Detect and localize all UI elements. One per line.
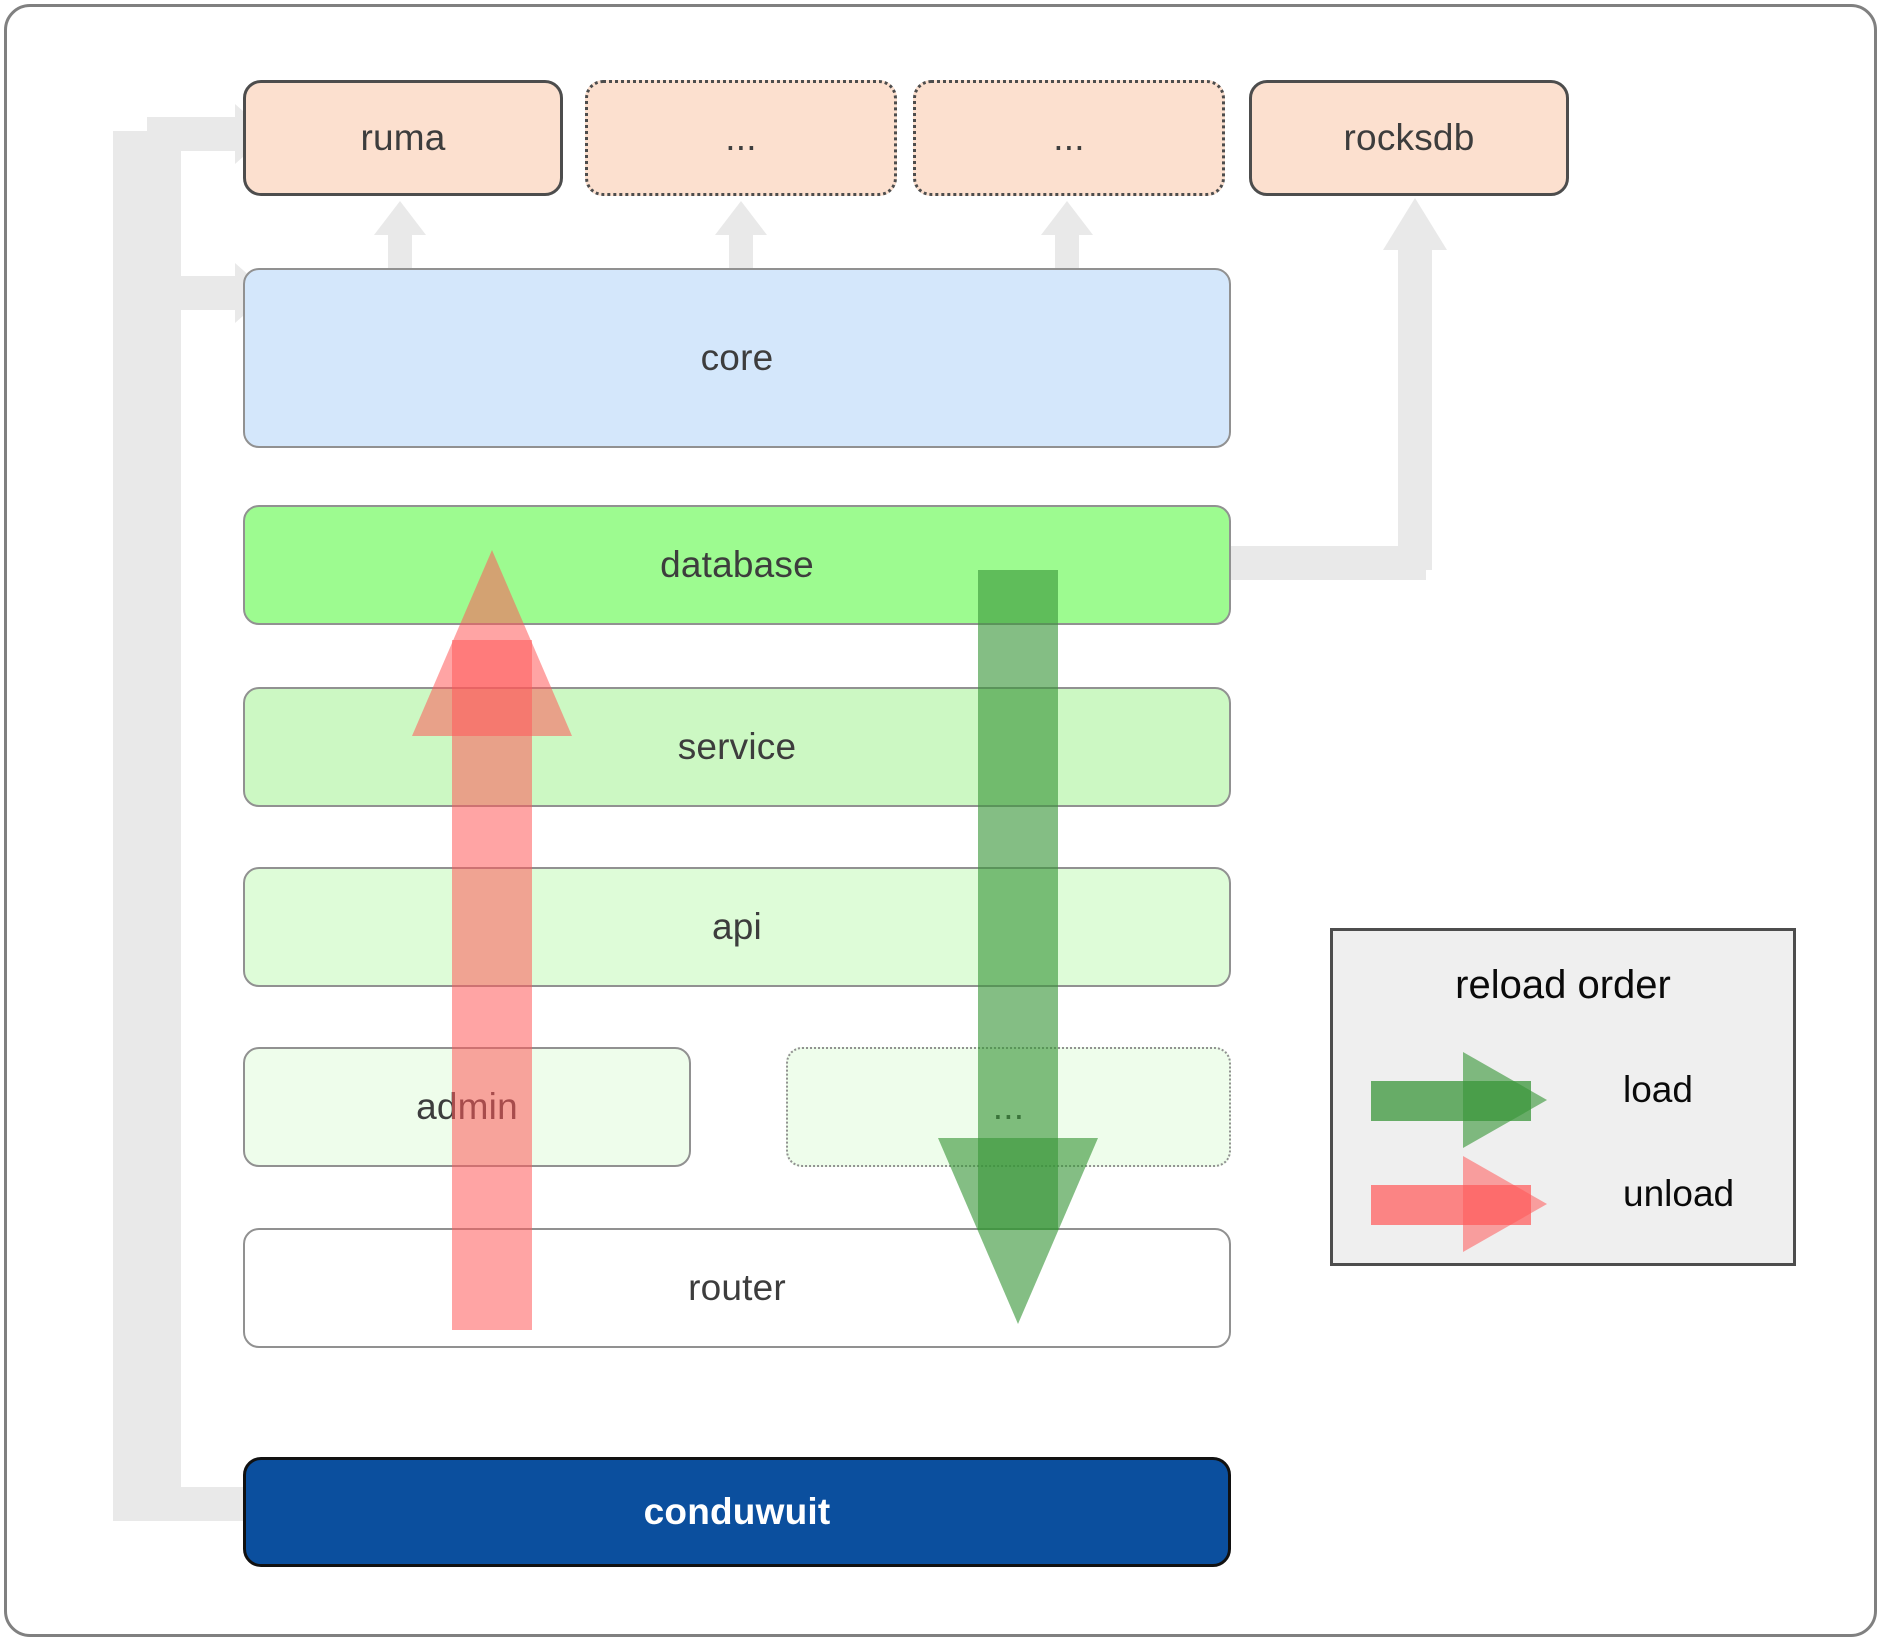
- connector-left-trunk: [113, 131, 147, 1505]
- diagram-frame: [4, 4, 1877, 1637]
- legend-title: reload order: [1455, 963, 1671, 1007]
- connector-database-to-rocksdb-h: [1230, 546, 1426, 580]
- node-conduwuit[interactable]: conduwuit: [243, 1457, 1231, 1567]
- node-core-label: core: [700, 337, 774, 378]
- connector-arrow-core-to-dots2-icon: [1041, 201, 1093, 235]
- connector-database-to-rocksdb-v: [1398, 230, 1432, 570]
- node-router-label: router: [688, 1267, 786, 1308]
- node-service-label: service: [677, 726, 797, 767]
- connector-arrow-core-to-dots1-icon: [715, 201, 767, 235]
- node-external-dots-1-label: ...: [725, 116, 757, 158]
- connector-core-to-dots1-stem: [729, 230, 753, 272]
- unload-arrow-shaft: [452, 640, 532, 1330]
- connector-arrow-to-rocksdb-icon: [1383, 198, 1447, 250]
- connector-to-ruma: [147, 117, 237, 151]
- node-external-dots-2-label: ...: [1053, 116, 1085, 158]
- connector-arrow-core-to-ruma-icon: [374, 201, 426, 235]
- connector-core-to-dots2-stem: [1055, 230, 1079, 272]
- node-database-label: database: [660, 544, 814, 585]
- connector-core-to-ruma-stem: [388, 230, 412, 272]
- legend-row-unload: unload: [1333, 1156, 1793, 1253]
- node-rocksdb[interactable]: rocksdb: [1249, 80, 1569, 196]
- legend-load-label: load: [1623, 1069, 1693, 1110]
- node-ruma-label: ruma: [360, 117, 446, 158]
- node-core[interactable]: core: [243, 268, 1231, 448]
- connector-inner-trunk: [147, 150, 181, 1505]
- legend-unload-label: unload: [1623, 1173, 1735, 1214]
- node-rocksdb-label: rocksdb: [1343, 117, 1475, 158]
- legend-row-load: load: [1333, 1052, 1793, 1149]
- load-arrow-head-icon: [938, 1138, 1098, 1324]
- legend-load-arrow-icon: [1463, 1052, 1547, 1148]
- node-external-dots-2[interactable]: ...: [913, 80, 1225, 196]
- node-api-label: api: [712, 906, 762, 947]
- load-arrow-shaft: [978, 570, 1058, 1230]
- node-external-dots-1[interactable]: ...: [585, 80, 897, 196]
- legend-panel: reload order load unload: [1330, 928, 1796, 1266]
- connector-to-core: [147, 276, 237, 310]
- node-ruma[interactable]: ruma: [243, 80, 563, 196]
- node-api[interactable]: api: [243, 867, 1231, 987]
- unload-arrow-head-icon: [412, 550, 572, 736]
- node-database[interactable]: database: [243, 505, 1231, 625]
- legend-unload-arrow-icon: [1463, 1156, 1547, 1252]
- node-service[interactable]: service: [243, 687, 1231, 807]
- node-conduwuit-label: conduwuit: [643, 1491, 831, 1532]
